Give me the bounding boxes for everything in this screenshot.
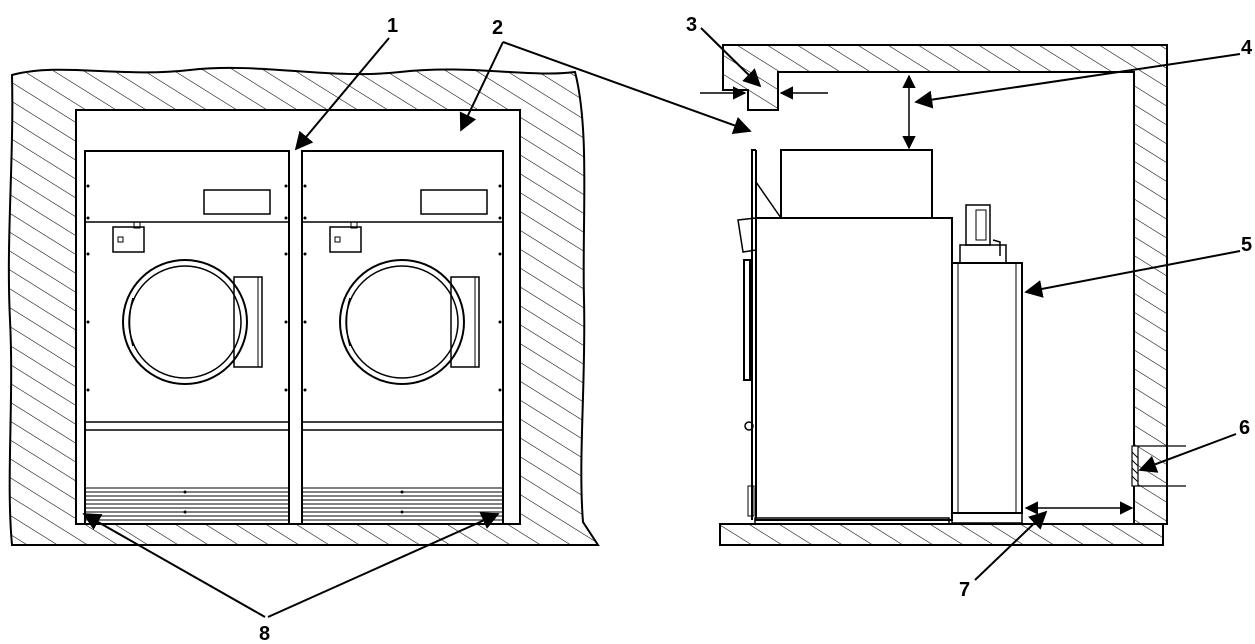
leader-2b <box>502 41 752 134</box>
callout-2: 2 <box>492 17 503 39</box>
dryer-side-profile <box>737 149 1023 525</box>
dryer-unit-2 <box>301 150 504 525</box>
callouts: 1 2 3 4 5 6 7 8 <box>259 14 1253 644</box>
leader-6 <box>1138 433 1237 473</box>
dryer-2-door <box>339 259 465 385</box>
dryer-1-grille <box>85 487 289 521</box>
wall-vent-opening <box>1131 445 1186 487</box>
dryer-2-cabinet <box>301 150 504 525</box>
dryer-1-display <box>203 189 271 215</box>
dryer-2-control-box <box>329 226 362 253</box>
front-view <box>7 66 600 546</box>
door-profile <box>743 259 751 381</box>
dryer-1-hinge <box>233 276 263 368</box>
callout-3: 3 <box>686 14 697 36</box>
wall-opening <box>75 109 521 525</box>
front-handle <box>737 217 757 253</box>
leader-8a <box>82 513 266 618</box>
leader-5 <box>1024 250 1241 298</box>
floor-hatched <box>719 523 1164 546</box>
callout-1: 1 <box>387 15 398 37</box>
callout-8: 8 <box>259 623 270 644</box>
rear-cabinet <box>951 262 1023 514</box>
callout-6: 6 <box>1239 417 1250 439</box>
dryer-2-display <box>420 189 488 215</box>
leader-1 <box>294 37 390 151</box>
side-view <box>700 44 1186 546</box>
dryer-unit-1 <box>84 150 290 525</box>
dryer-1-control-box <box>112 226 145 253</box>
exhaust-top-box <box>780 149 933 219</box>
dryer-1-cabinet <box>84 150 290 525</box>
base-plate <box>754 517 950 525</box>
leader-7 <box>974 510 1048 581</box>
leader-4 <box>914 53 1241 109</box>
leader-3 <box>700 27 762 88</box>
callout-4: 4 <box>1241 37 1253 59</box>
leader-8b <box>267 512 500 618</box>
dryer-2-hinge <box>450 276 480 368</box>
leader-2a <box>459 41 504 132</box>
dryer-1-door <box>122 259 248 385</box>
leader-lines <box>82 27 1241 618</box>
callout-5: 5 <box>1241 234 1252 256</box>
dryer-side-body <box>755 217 953 521</box>
callout-7: 7 <box>959 579 970 601</box>
